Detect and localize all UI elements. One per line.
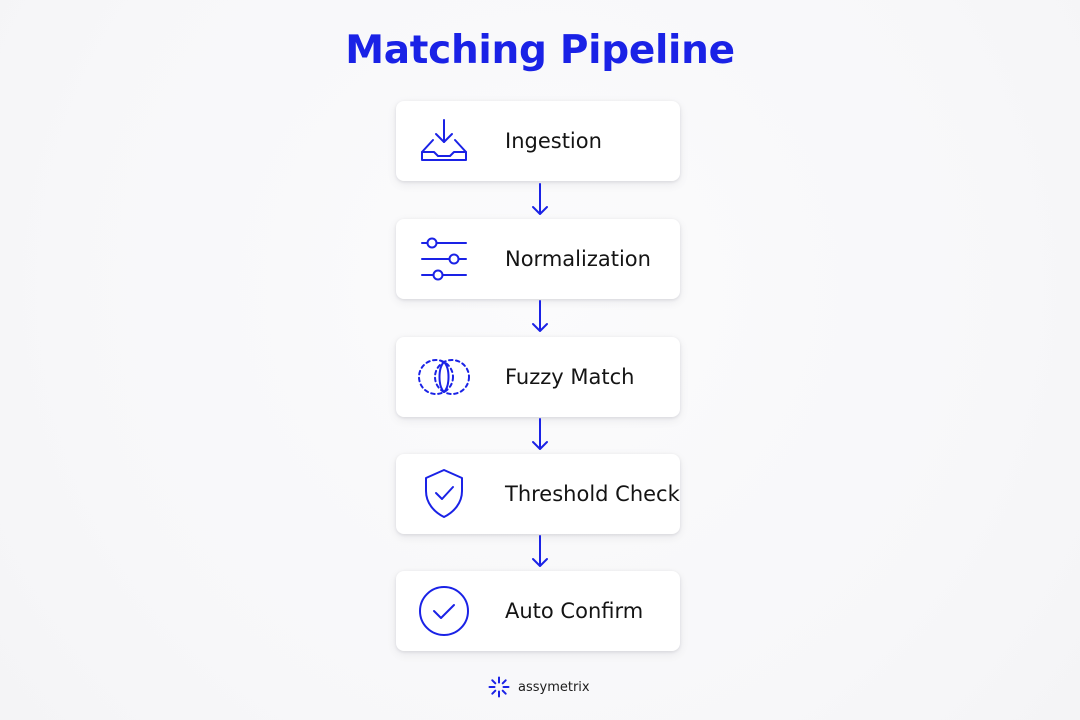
step-label: Fuzzy Match [505, 365, 635, 389]
arrow-down-icon [532, 300, 548, 332]
step-ingestion: Ingestion [396, 101, 680, 181]
brand-footer: assymetrix [488, 676, 590, 698]
step-label: Threshold Check [505, 482, 680, 506]
sliders-icon [416, 232, 472, 286]
overlapping-circles-icon [416, 350, 472, 404]
shield-check-icon [416, 467, 472, 521]
step-label: Normalization [505, 247, 651, 271]
step-auto-confirm: Auto Confirm [396, 571, 680, 651]
step-fuzzy-match: Fuzzy Match [396, 337, 680, 417]
arrow-down-icon [532, 183, 548, 215]
sparkle-logo-icon [488, 676, 510, 698]
diagram-title: Matching Pipeline [345, 28, 735, 73]
step-label: Auto Confirm [505, 599, 644, 623]
arrow-down-icon [532, 535, 548, 567]
step-label: Ingestion [505, 129, 602, 153]
inbox-download-icon [416, 114, 472, 168]
brand-name: assymetrix [518, 679, 590, 695]
arrow-down-icon [532, 418, 548, 450]
step-threshold-check: Threshold Check [396, 454, 680, 534]
circle-check-icon [416, 584, 472, 638]
step-normalization: Normalization [396, 219, 680, 299]
